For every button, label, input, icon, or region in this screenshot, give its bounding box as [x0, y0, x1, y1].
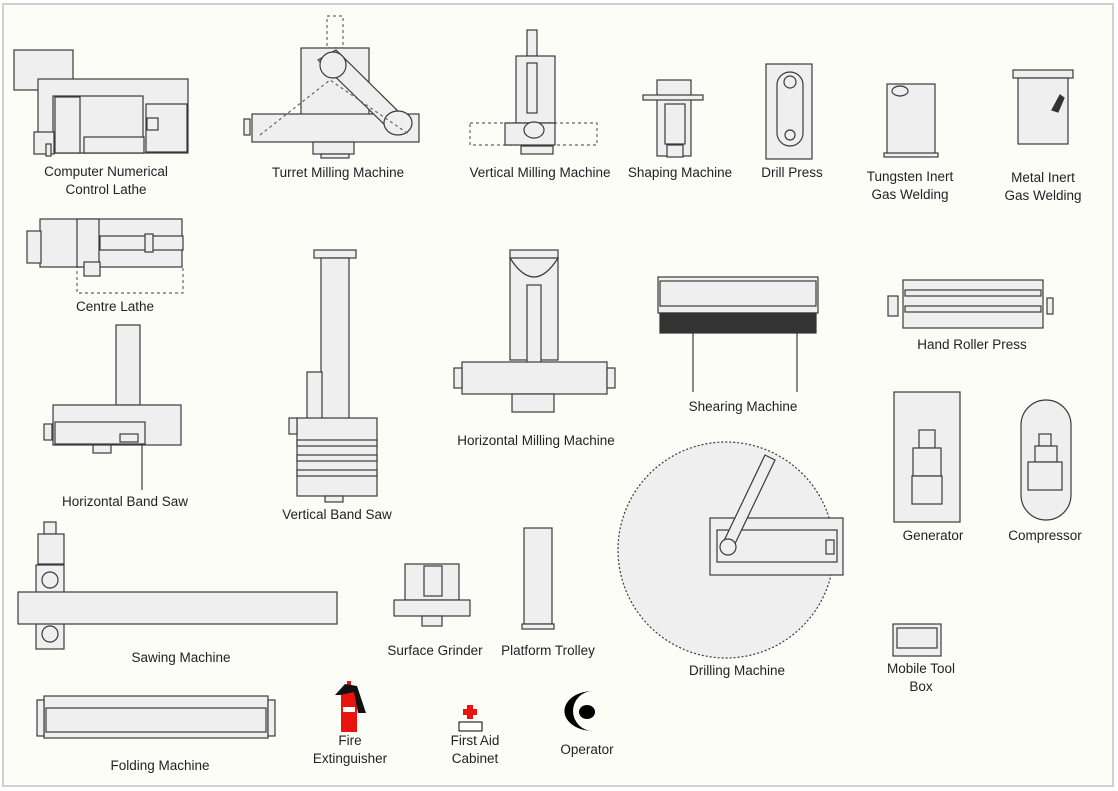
mig-welding-shape[interactable] [1012, 69, 1074, 145]
label-sawing-machine: Sawing Machine [131, 650, 230, 665]
operator-icon[interactable] [564, 691, 595, 731]
compressor-shape[interactable] [1020, 399, 1072, 521]
label-hand-roller-press: Hand Roller Press [917, 337, 1027, 352]
centre-lathe-shape[interactable] [26, 218, 184, 294]
platform-trolley-shape[interactable] [521, 527, 555, 630]
label-compressor: Compressor [1008, 528, 1082, 543]
label-drill-press: Drill Press [761, 165, 823, 180]
vertical-milling-machine-shape[interactable] [469, 29, 598, 155]
label-vertical-band-saw: Vertical Band Saw [282, 507, 392, 522]
label-horizontal-milling-machine: Horizontal Milling Machine [457, 433, 615, 448]
label-folding-machine: Folding Machine [110, 758, 209, 773]
label-turret-milling-machine: Turret Milling Machine [272, 165, 404, 180]
generator-shape[interactable] [893, 391, 961, 523]
drill-press-shape[interactable] [765, 63, 813, 160]
label-vertical-milling-machine: Vertical Milling Machine [469, 165, 610, 180]
first-aid-cabinet-icon[interactable] [458, 705, 483, 732]
mobile-tool-box-shape[interactable] [892, 623, 942, 657]
turret-milling-machine-shape[interactable] [243, 15, 420, 159]
label-shaping-machine: Shaping Machine [628, 165, 732, 180]
shearing-machine-shape[interactable] [657, 276, 819, 392]
horizontal-milling-machine-shape[interactable] [453, 249, 616, 413]
label-centre-lathe: Centre Lathe [76, 299, 154, 314]
tig-welding-shape[interactable] [883, 83, 939, 158]
surface-grinder-shape[interactable] [393, 563, 471, 627]
label-shearing-machine: Shearing Machine [689, 399, 798, 414]
sawing-machine-shape[interactable] [17, 521, 338, 650]
label-operator: Operator [560, 742, 614, 757]
drilling-machine-shape[interactable] [617, 441, 844, 659]
label-surface-grinder: Surface Grinder [387, 643, 483, 658]
horizontal-band-saw-shape[interactable] [43, 324, 182, 490]
hand-roller-press-shape[interactable] [887, 279, 1054, 329]
label-platform-trolley: Platform Trolley [501, 643, 595, 658]
vertical-band-saw-shape[interactable] [288, 249, 378, 503]
folding-machine-shape[interactable] [36, 695, 276, 739]
fire-extinguisher-icon[interactable] [335, 681, 366, 732]
shaping-machine-shape[interactable] [642, 79, 704, 158]
cnc-lathe-shape[interactable] [13, 49, 189, 157]
label-drilling-machine: Drilling Machine [689, 663, 785, 678]
label-horizontal-band-saw: Horizontal Band Saw [62, 494, 188, 509]
label-generator: Generator [903, 528, 964, 543]
